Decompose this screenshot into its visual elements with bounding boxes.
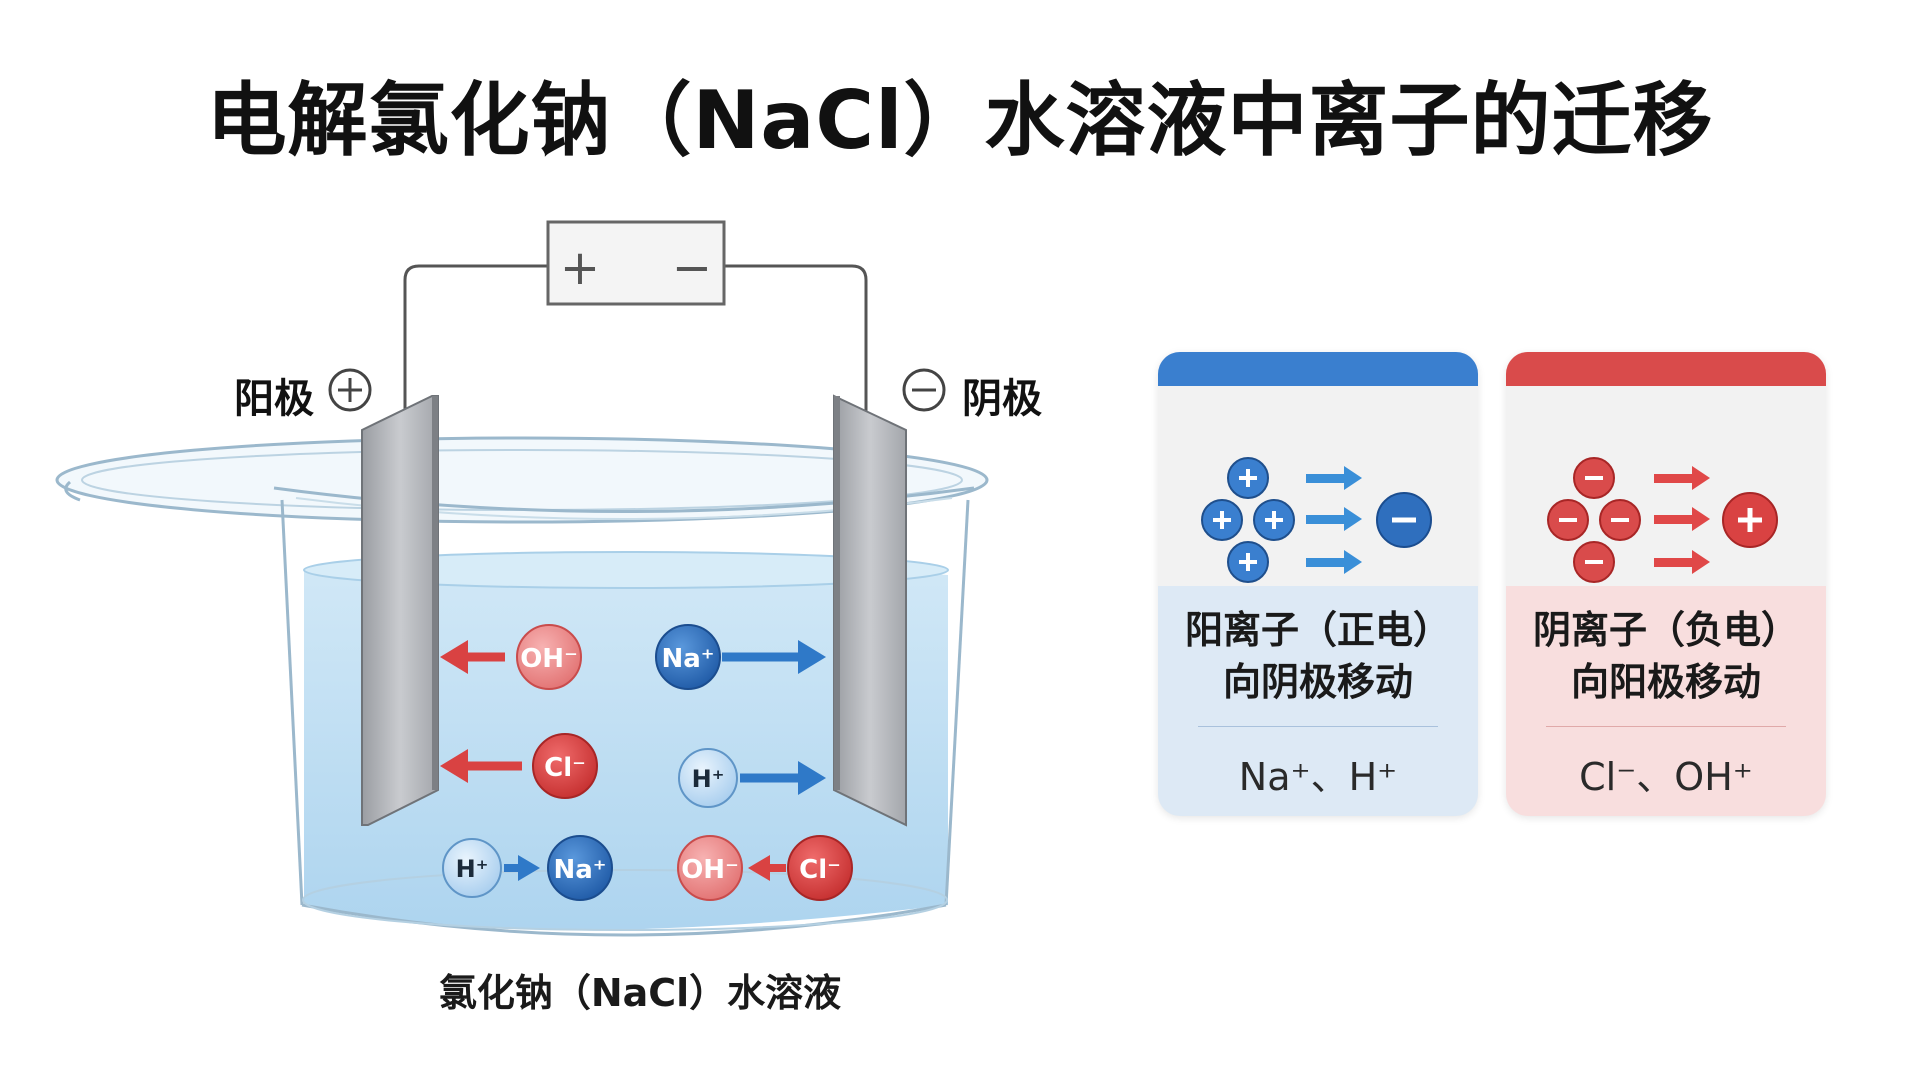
ion-na-bottom-label: Na⁺ bbox=[553, 855, 606, 885]
cation-card-ions: Na⁺、H⁺ bbox=[1238, 755, 1398, 799]
anion-card-divider bbox=[1546, 726, 1786, 727]
battery-negative-symbol: − bbox=[672, 240, 712, 296]
circuit-wire bbox=[403, 264, 868, 440]
ion-cl-left-label: Cl⁻ bbox=[544, 753, 586, 783]
ion-oh-left: OH⁻ bbox=[516, 624, 582, 690]
cation-migration-icon bbox=[1201, 457, 1432, 583]
ion-h-bottom: H⁺ bbox=[442, 838, 502, 898]
page-title: 电解氯化钠（NaCl）水溶液中离子的迁移 bbox=[206, 74, 1714, 167]
ion-oh-bottom-label: OH⁻ bbox=[681, 855, 739, 885]
cation-card-heading-line2: 向阴极移动 bbox=[1222, 660, 1413, 704]
anion-card-ions: Cl⁻、OH⁺ bbox=[1579, 755, 1753, 799]
anode-sign-icon bbox=[328, 368, 372, 412]
ion-h-mid: H⁺ bbox=[678, 748, 738, 808]
cation-card-heading-line1: 阳离子（正电） bbox=[1184, 608, 1451, 652]
ion-na-bottom: Na⁺ bbox=[547, 835, 613, 901]
ion-na-top-label: Na⁺ bbox=[661, 644, 714, 674]
ion-cl-left: Cl⁻ bbox=[532, 733, 598, 799]
anion-card-heading: 阴离子（负电） 向阳极移动 bbox=[1506, 604, 1826, 708]
anion-card-band bbox=[1506, 352, 1826, 386]
cathode-sign-icon bbox=[902, 368, 946, 412]
battery bbox=[546, 220, 726, 306]
ion-cl-bottom: Cl⁻ bbox=[787, 835, 853, 901]
anion-card: 阴离子（负电） 向阳极移动 Cl⁻、OH⁺ bbox=[1506, 352, 1826, 816]
cation-card-band bbox=[1158, 352, 1478, 386]
arrow-right-blue-small bbox=[504, 855, 540, 881]
arrow-left-red-small bbox=[748, 855, 786, 881]
ion-oh-bottom: OH⁻ bbox=[677, 835, 743, 901]
cation-card-heading: 阳离子（正电） 向阴极移动 bbox=[1158, 604, 1478, 708]
solution-caption: 氯化钠（NaCl）水溶液 bbox=[438, 971, 842, 1015]
anion-card-illustration bbox=[1506, 386, 1826, 586]
cation-card: 阳离子（正电） 向阴极移动 Na⁺、H⁺ bbox=[1158, 352, 1478, 816]
cation-card-illustration bbox=[1158, 386, 1478, 586]
anion-migration-icon bbox=[1547, 457, 1778, 583]
cation-card-divider bbox=[1198, 726, 1438, 727]
ion-h-bottom-label: H⁺ bbox=[456, 855, 489, 883]
arrow-right-blue bbox=[740, 761, 826, 795]
arrow-left-red bbox=[440, 749, 522, 783]
ion-oh-left-label: OH⁻ bbox=[520, 644, 578, 674]
ion-na-top: Na⁺ bbox=[655, 624, 721, 690]
battery-positive-symbol: + bbox=[560, 240, 600, 296]
anion-card-heading-line1: 阴离子（负电） bbox=[1532, 608, 1799, 652]
arrow-right-blue bbox=[722, 640, 826, 674]
anode-electrode bbox=[361, 395, 439, 826]
cathode-electrode bbox=[833, 394, 907, 827]
cathode-label: 阴极 bbox=[962, 376, 1042, 422]
anode-label: 阳极 bbox=[234, 376, 314, 422]
ion-cl-bottom-label: Cl⁻ bbox=[799, 855, 841, 885]
ion-h-mid-label: H⁺ bbox=[692, 765, 725, 793]
anion-card-heading-line2: 向阳极移动 bbox=[1570, 660, 1761, 704]
arrow-left-red bbox=[440, 640, 505, 674]
